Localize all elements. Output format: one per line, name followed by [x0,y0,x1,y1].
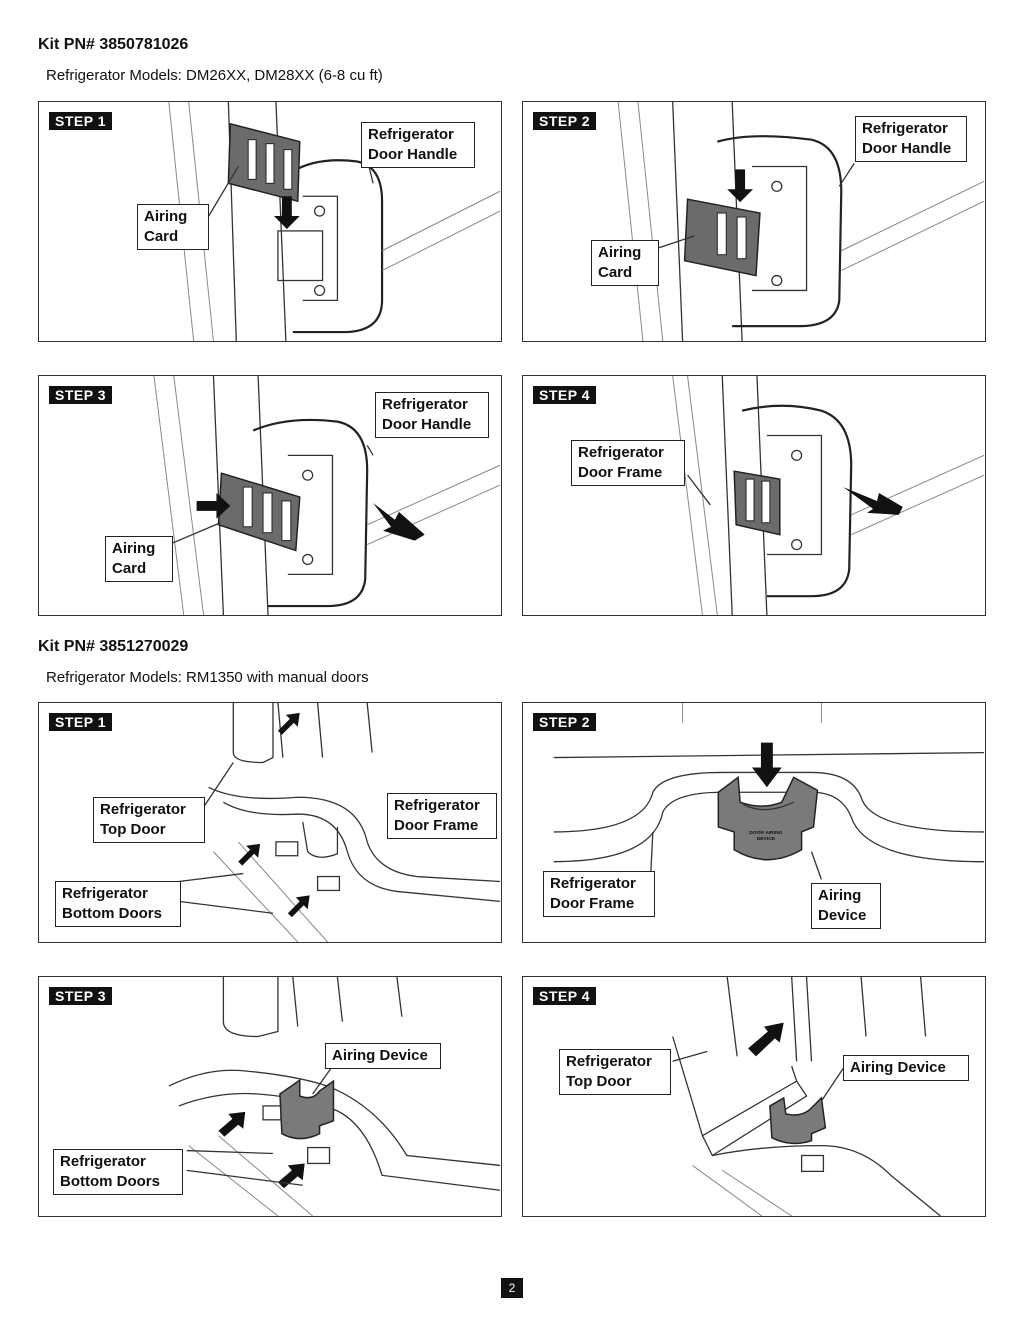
illustration-s2-step1 [178,703,501,942]
callout-top-door: Refrigerator Top Door [93,797,205,843]
models-1: Refrigerator Models: DM26XX, DM28XX (6-8… [46,67,383,84]
illustration-s1-step1 [168,102,501,341]
step-badge: STEP 1 [49,713,112,731]
step-badge: STEP 2 [533,112,596,130]
kit-title-2: Kit PN# 3851270029 [38,638,189,655]
illustration-s2-step4 [672,977,941,1216]
panel-s1-step2: STEP 2 Refrigerator Door Handle Airing C… [522,101,986,342]
callout-door-frame: Refrigerator Door Frame [571,440,685,486]
callout-airing-card: Airing Card [591,240,659,286]
panel-s1-step3: STEP 3 Refrigerator Door Handle Airing C… [38,375,502,616]
step-badge: STEP 3 [49,386,112,404]
callout-top-door: Refrigerator Top Door [559,1049,671,1095]
illustration-s2-step2: DOOR AIRING DEVICE [553,703,985,880]
panel-s1-step4: STEP 4 Refrigerator Door Frame [522,375,986,616]
illustration-s1-step4 [672,376,985,615]
kit-title-1: Kit PN# 3850781026 [38,36,189,53]
illustration-s1-step2 [617,102,985,341]
step-badge: STEP 4 [533,987,596,1005]
svg-text:DOOR AIRING: DOOR AIRING [749,830,782,836]
panel-s2-step3: STEP 3 Airing Device Refrigerator Bottom… [38,976,502,1217]
callout-door-handle: Refrigerator Door Handle [375,392,489,438]
callout-door-frame: Refrigerator Door Frame [543,871,655,917]
callout-door-handle: Refrigerator Door Handle [855,116,967,162]
step-badge: STEP 4 [533,386,596,404]
panel-s2-step4: STEP 4 Refrigerator Top Door Airing Devi… [522,976,986,1217]
callout-airing-device: Airing Device [811,883,881,929]
callout-door-handle: Refrigerator Door Handle [361,122,475,168]
page-number: 2 [501,1278,523,1298]
illustration-s2-step3 [168,977,501,1216]
step-badge: STEP 3 [49,987,112,1005]
callout-airing-card: Airing Card [105,536,173,582]
illustration-s1-step3 [153,376,501,615]
panel-s2-step1: STEP 1 Refrigerator Top Door Refrigerato… [38,702,502,943]
callout-airing-device: Airing Device [843,1055,969,1081]
panel-s2-step2: DOOR AIRING DEVICE STEP 2 Refrigerator D… [522,702,986,943]
models-2: Refrigerator Models: RM1350 with manual … [46,669,369,686]
panel-s1-step1: STEP 1 Refrigerator Door Handle Airing C… [38,101,502,342]
callout-door-frame: Refrigerator Door Frame [387,793,497,839]
callout-bottom-doors: Refrigerator Bottom Doors [53,1149,183,1195]
step-badge: STEP 2 [533,713,596,731]
callout-airing-card: Airing Card [137,204,209,250]
callout-bottom-doors: Refrigerator Bottom Doors [55,881,181,927]
step-badge: STEP 1 [49,112,112,130]
callout-airing-device: Airing Device [325,1043,441,1069]
svg-text:DEVICE: DEVICE [757,836,776,842]
